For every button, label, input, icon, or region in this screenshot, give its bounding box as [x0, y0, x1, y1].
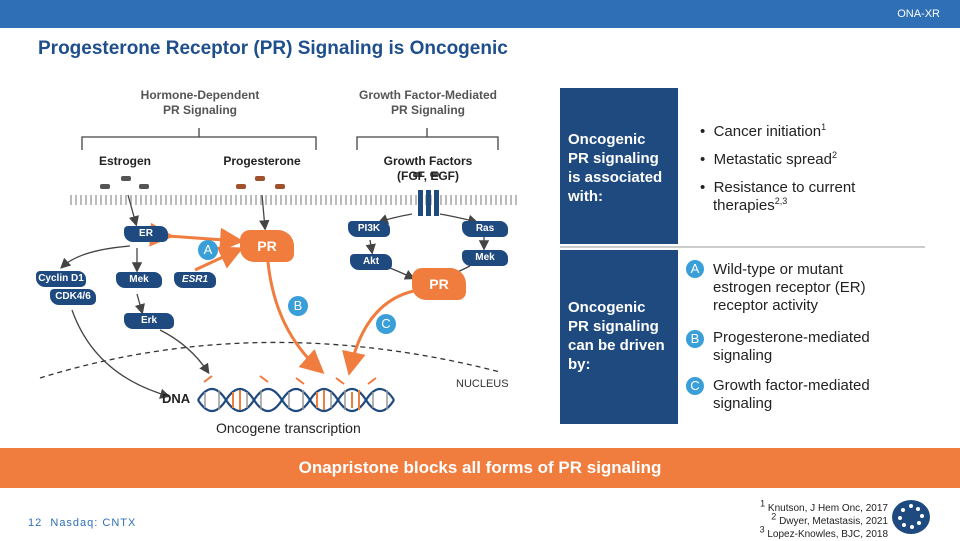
esr1-molecule: ESR1: [174, 272, 216, 288]
marker-b-panel: B: [686, 330, 704, 348]
driver-c-line2: signaling: [713, 395, 773, 412]
growth-factors-line1: Growth Factors: [383, 154, 473, 168]
reference-2: 2 Dwyer, Metastasis, 2021: [760, 511, 888, 528]
driver-c-line1: Growth factor-mediated: [713, 377, 870, 394]
akt-molecule: Akt: [350, 254, 392, 270]
nucleus-membrane: [39, 341, 501, 379]
ref1-text: Knutson, J Hem Onc, 2017: [767, 503, 888, 514]
bullet3-line2: therapies: [713, 197, 775, 214]
ras-molecule: Ras: [462, 221, 508, 237]
growth-factor-line1: Growth Factor-Mediated: [358, 88, 497, 102]
mek-right-molecule: Mek: [462, 250, 508, 266]
erk-molecule: Erk: [124, 313, 174, 329]
driver-b-line2: signaling: [713, 347, 773, 364]
panel2-heading-line1: Oncogenic: [568, 299, 646, 316]
company-logo: [892, 500, 930, 534]
logo-dots-icon: [898, 504, 924, 529]
bullet-metastatic-spread: • Metastatic spread2: [700, 150, 837, 169]
reference-1: 1 Knutson, J Hem Onc, 2017: [760, 498, 888, 515]
progesterone-label: Progesterone: [223, 154, 301, 168]
ref3-text: Lopez-Knowles, BJC, 2018: [767, 529, 888, 540]
dna-helix: [197, 387, 395, 413]
bracket-growth: [356, 128, 499, 150]
bullet2-text: Metastatic spread: [713, 151, 832, 168]
panel1-heading-line4: with:: [568, 188, 603, 205]
nucleus-label: NUCLEUS: [456, 378, 509, 390]
driver-a-line3: receptor activity: [713, 297, 819, 314]
bullet1-sup: 1: [821, 122, 827, 132]
hormone-dependent-line1: Hormone-Dependent: [140, 88, 260, 102]
er-molecule: ER: [124, 226, 168, 242]
ref2-num: 2: [771, 511, 777, 522]
footer: 12 Nasdaq: CNTX: [28, 517, 136, 529]
panel-driven-heading: Oncogenic PR signaling can be driven by:: [560, 250, 678, 424]
bullet-resistance: • Resistance to current: [700, 179, 856, 196]
oncogene-transcription-label: Oncogene transcription: [216, 420, 361, 436]
page-number: 12: [28, 517, 43, 529]
bullet-cancer-initiation: • Cancer initiation1: [700, 122, 827, 141]
panel1-heading-line1: Oncogenic: [568, 131, 646, 148]
pr-growth-factor: PR: [412, 268, 466, 300]
panel2-heading-line2: PR signaling: [568, 318, 659, 335]
bullet2-sup: 2: [831, 150, 837, 160]
marker-a-diagram: A: [198, 240, 218, 260]
ref1-num: 1: [760, 498, 766, 509]
references: 1 Knutson, J Hem Onc, 2017 2 Dwyer, Meta…: [759, 498, 888, 541]
driver-a-line1: Wild-type or mutant: [713, 261, 844, 278]
page-title: Progesterone Receptor (PR) Signaling is …: [38, 38, 508, 59]
panel2-heading-line4: by:: [568, 356, 591, 373]
cdk46-molecule: CDK4/6: [50, 289, 96, 305]
marker-b-diagram: B: [288, 296, 308, 316]
driver-b-text: Progesterone-mediated signaling: [713, 329, 870, 365]
growth-factors-line2: (FGF, EGF): [397, 169, 459, 183]
hormone-dependent-heading: Hormone-Dependent PR Signaling: [118, 88, 282, 118]
header-tag: ONA-XR: [897, 8, 940, 20]
bullet1-text: Cancer initiation: [713, 123, 822, 140]
marker-a-panel: A: [686, 260, 704, 278]
marker-c-panel: C: [686, 377, 704, 395]
growth-factor-heading: Growth Factor-Mediated PR Signaling: [342, 88, 514, 118]
driver-b-line1: Progesterone-mediated: [713, 329, 870, 346]
driver-a-text: Wild-type or mutant estrogen receptor (E…: [713, 261, 866, 315]
pr-main: PR: [240, 230, 294, 262]
top-bar: ONA-XR: [0, 0, 960, 28]
mek-left-molecule: Mek: [116, 272, 162, 288]
estrogen-label: Estrogen: [98, 154, 151, 168]
dna-label: DNA: [162, 391, 191, 406]
hormone-dependent-line2: PR Signaling: [162, 103, 237, 117]
bullet3-sup: 2,3: [774, 196, 788, 206]
bullet3-line1: Resistance to current: [713, 179, 856, 196]
reference-3: 3 Lopez-Knowles, BJC, 2018: [759, 524, 888, 541]
panel-associated-heading: Oncogenic PR signaling is associated wit…: [560, 88, 678, 244]
ref3-num: 3: [759, 524, 765, 535]
bracket-hormone: [81, 128, 317, 150]
driver-a-line2: estrogen receptor (ER): [713, 279, 866, 296]
marker-c-diagram: C: [376, 314, 396, 334]
conclusion-banner: Onapristone blocks all forms of PR signa…: [0, 448, 960, 488]
ref2-text: Dwyer, Metastasis, 2021: [779, 516, 888, 527]
cyclin-d1-molecule: Cyclin D1: [36, 271, 86, 287]
growth-factors-label: Growth Factors (FGF, EGF): [358, 154, 498, 184]
bullet-resistance-cont: therapies2,3: [713, 197, 787, 215]
panel1-heading-line3: is associated: [568, 169, 663, 186]
driver-c-text: Growth factor-mediated signaling: [713, 377, 870, 413]
panel1-heading-line2: PR signaling: [568, 150, 659, 167]
ticker-label: Nasdaq: CNTX: [50, 517, 137, 529]
growth-factor-line2: PR Signaling: [390, 103, 465, 117]
panel2-heading-line3: can be driven: [568, 337, 665, 354]
pi3k-molecule: PI3K: [348, 221, 390, 237]
